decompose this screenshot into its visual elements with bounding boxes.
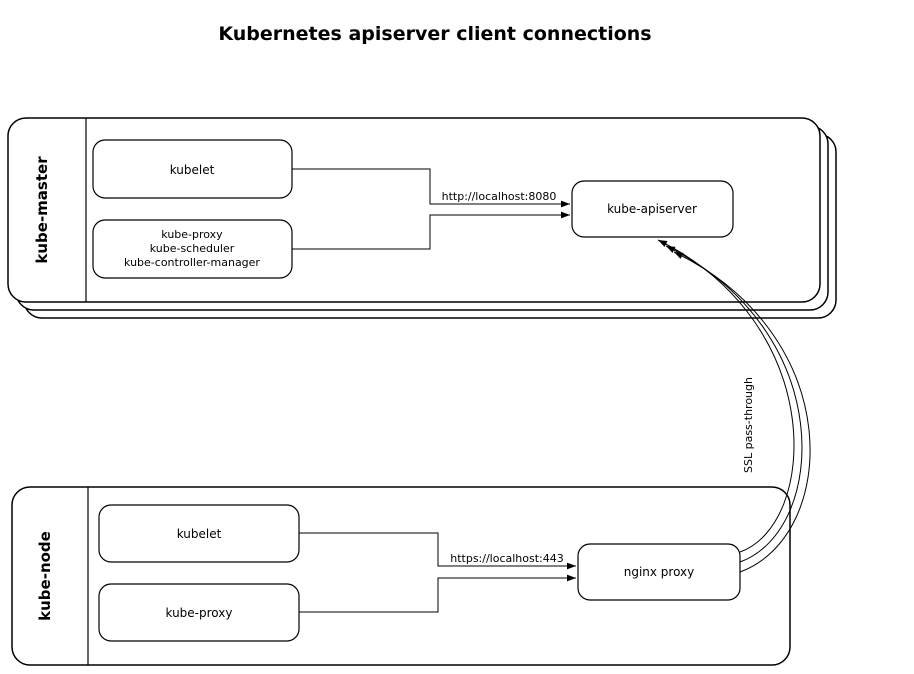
node-kube-proxy-label: kube-proxy bbox=[166, 606, 233, 620]
edge-node-kube-proxy-to-nginx bbox=[299, 574, 576, 613]
master-components-line-2: kube-scheduler bbox=[150, 242, 235, 255]
edge-master-components-to-apiserver bbox=[292, 211, 570, 250]
nginx-proxy-label: nginx proxy bbox=[624, 565, 695, 579]
node-connection-label: https://localhost:443 bbox=[450, 552, 564, 565]
edge-node-kubelet-to-nginx bbox=[299, 532, 576, 570]
kube-apiserver-box bbox=[571, 180, 734, 238]
edge-ssl-1 bbox=[657, 239, 795, 553]
edge-ssl-3 bbox=[673, 251, 811, 573]
kube-node-group: kube-node kubelet kube-proxy nginx proxy… bbox=[11, 486, 791, 666]
diagram-title: Kubernetes apiserver client connections bbox=[218, 23, 651, 45]
edge-ssl-2 bbox=[665, 245, 803, 563]
kube-apiserver-label: kube-apiserver bbox=[607, 202, 697, 216]
master-kubelet-label: kubelet bbox=[170, 163, 215, 177]
master-components-line-3: kube-controller-manager bbox=[124, 256, 260, 269]
master-connection-label: http://localhost:8080 bbox=[442, 190, 557, 203]
ssl-pass-through-label: SSL pass-through bbox=[742, 377, 755, 473]
node-kubelet-label: kubelet bbox=[177, 527, 222, 541]
master-group-label: kube-master bbox=[33, 156, 51, 264]
ssl-pass-through-edges: SSL pass-through bbox=[657, 239, 811, 573]
master-components-line-1: kube-proxy bbox=[161, 228, 223, 241]
edge-master-kubelet-to-apiserver bbox=[292, 168, 570, 208]
kube-master-group: kube-master kubelet kube-proxy kube-sche… bbox=[7, 117, 837, 319]
node-group-label: kube-node bbox=[36, 531, 54, 621]
